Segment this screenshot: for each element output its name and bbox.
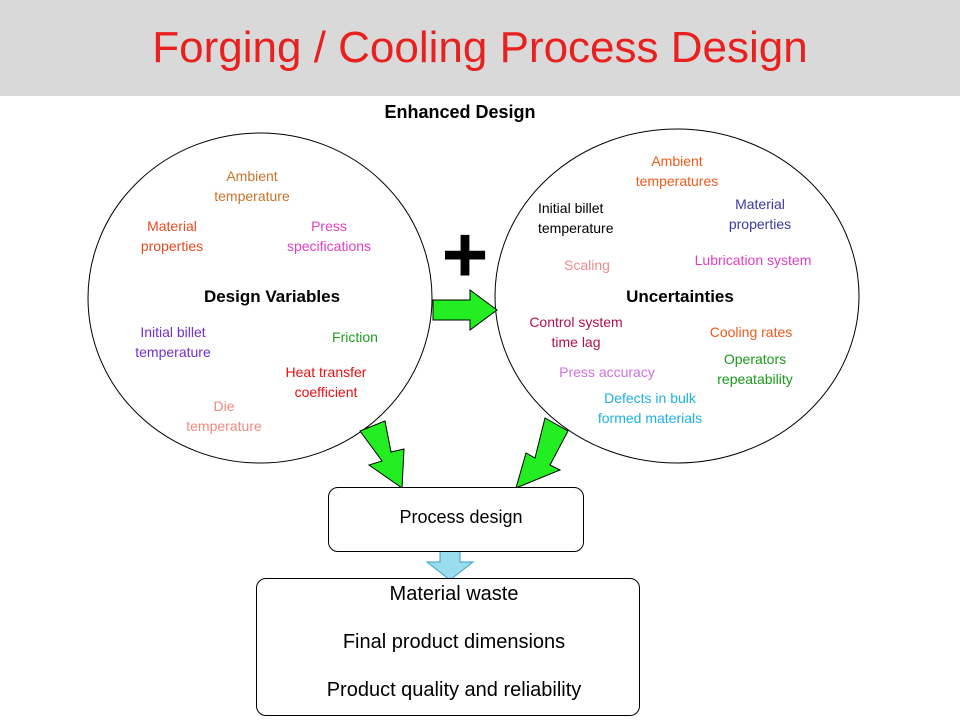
- un-cooling-rates: Cooling rates: [709, 324, 793, 340]
- down-right-arrow: [359, 420, 405, 489]
- design-variables-circle: [87, 132, 433, 464]
- diagram-subtitle: Enhanced Design: [384, 102, 536, 122]
- un-material-properties: Material properties: [728, 196, 792, 232]
- un-defects-in-bulk-formed-materials: Defects in bulk formed materials: [597, 390, 703, 426]
- dv-material-properties: Material properties: [140, 218, 204, 254]
- un-operators-repeatability: Operators repeatability: [717, 351, 793, 387]
- un-press-accuracy: Press accuracy: [559, 364, 655, 380]
- un-lubrication-system: Lubrication system: [694, 252, 812, 268]
- dv-initial-billet-temperature: Initial billet temperature: [135, 324, 211, 360]
- process-design-box: [328, 487, 584, 552]
- outcome-product-quality: Product quality and reliability: [326, 679, 582, 701]
- down-arrow: [425, 550, 475, 581]
- page-title: Forging / Cooling Process Design: [152, 23, 808, 72]
- plus-sign: +: [441, 210, 489, 299]
- design-variables-heading: Design Variables: [203, 287, 341, 306]
- un-control-system-time-lag: Control system time lag: [529, 314, 623, 350]
- right-arrow: [432, 289, 498, 331]
- outcome-final-product-dimensions: Final product dimensions: [342, 631, 566, 653]
- title-bar: [0, 0, 960, 96]
- dv-ambient-temperature: Ambient temperature: [214, 168, 290, 204]
- dv-press-specifications: Press specifications: [286, 218, 372, 254]
- process-design-label: Process design: [399, 507, 523, 527]
- dv-die-temperature: Die temperature: [186, 398, 262, 434]
- un-ambient-temperatures: Ambient temperatures: [635, 153, 719, 189]
- uncertainties-circle: [494, 128, 860, 464]
- un-scaling: Scaling: [564, 257, 610, 273]
- uncertainties-heading: Uncertainties: [626, 287, 734, 306]
- down-left-arrow: [515, 417, 569, 489]
- outcomes-box: [256, 578, 640, 716]
- dv-friction: Friction: [332, 329, 378, 345]
- outcome-material-waste: Material waste: [389, 583, 519, 605]
- dv-heat-transfer-coefficient: Heat transfer coefficient: [285, 364, 367, 400]
- un-initial-billet-temperature: Initial billet temperature: [538, 200, 614, 236]
